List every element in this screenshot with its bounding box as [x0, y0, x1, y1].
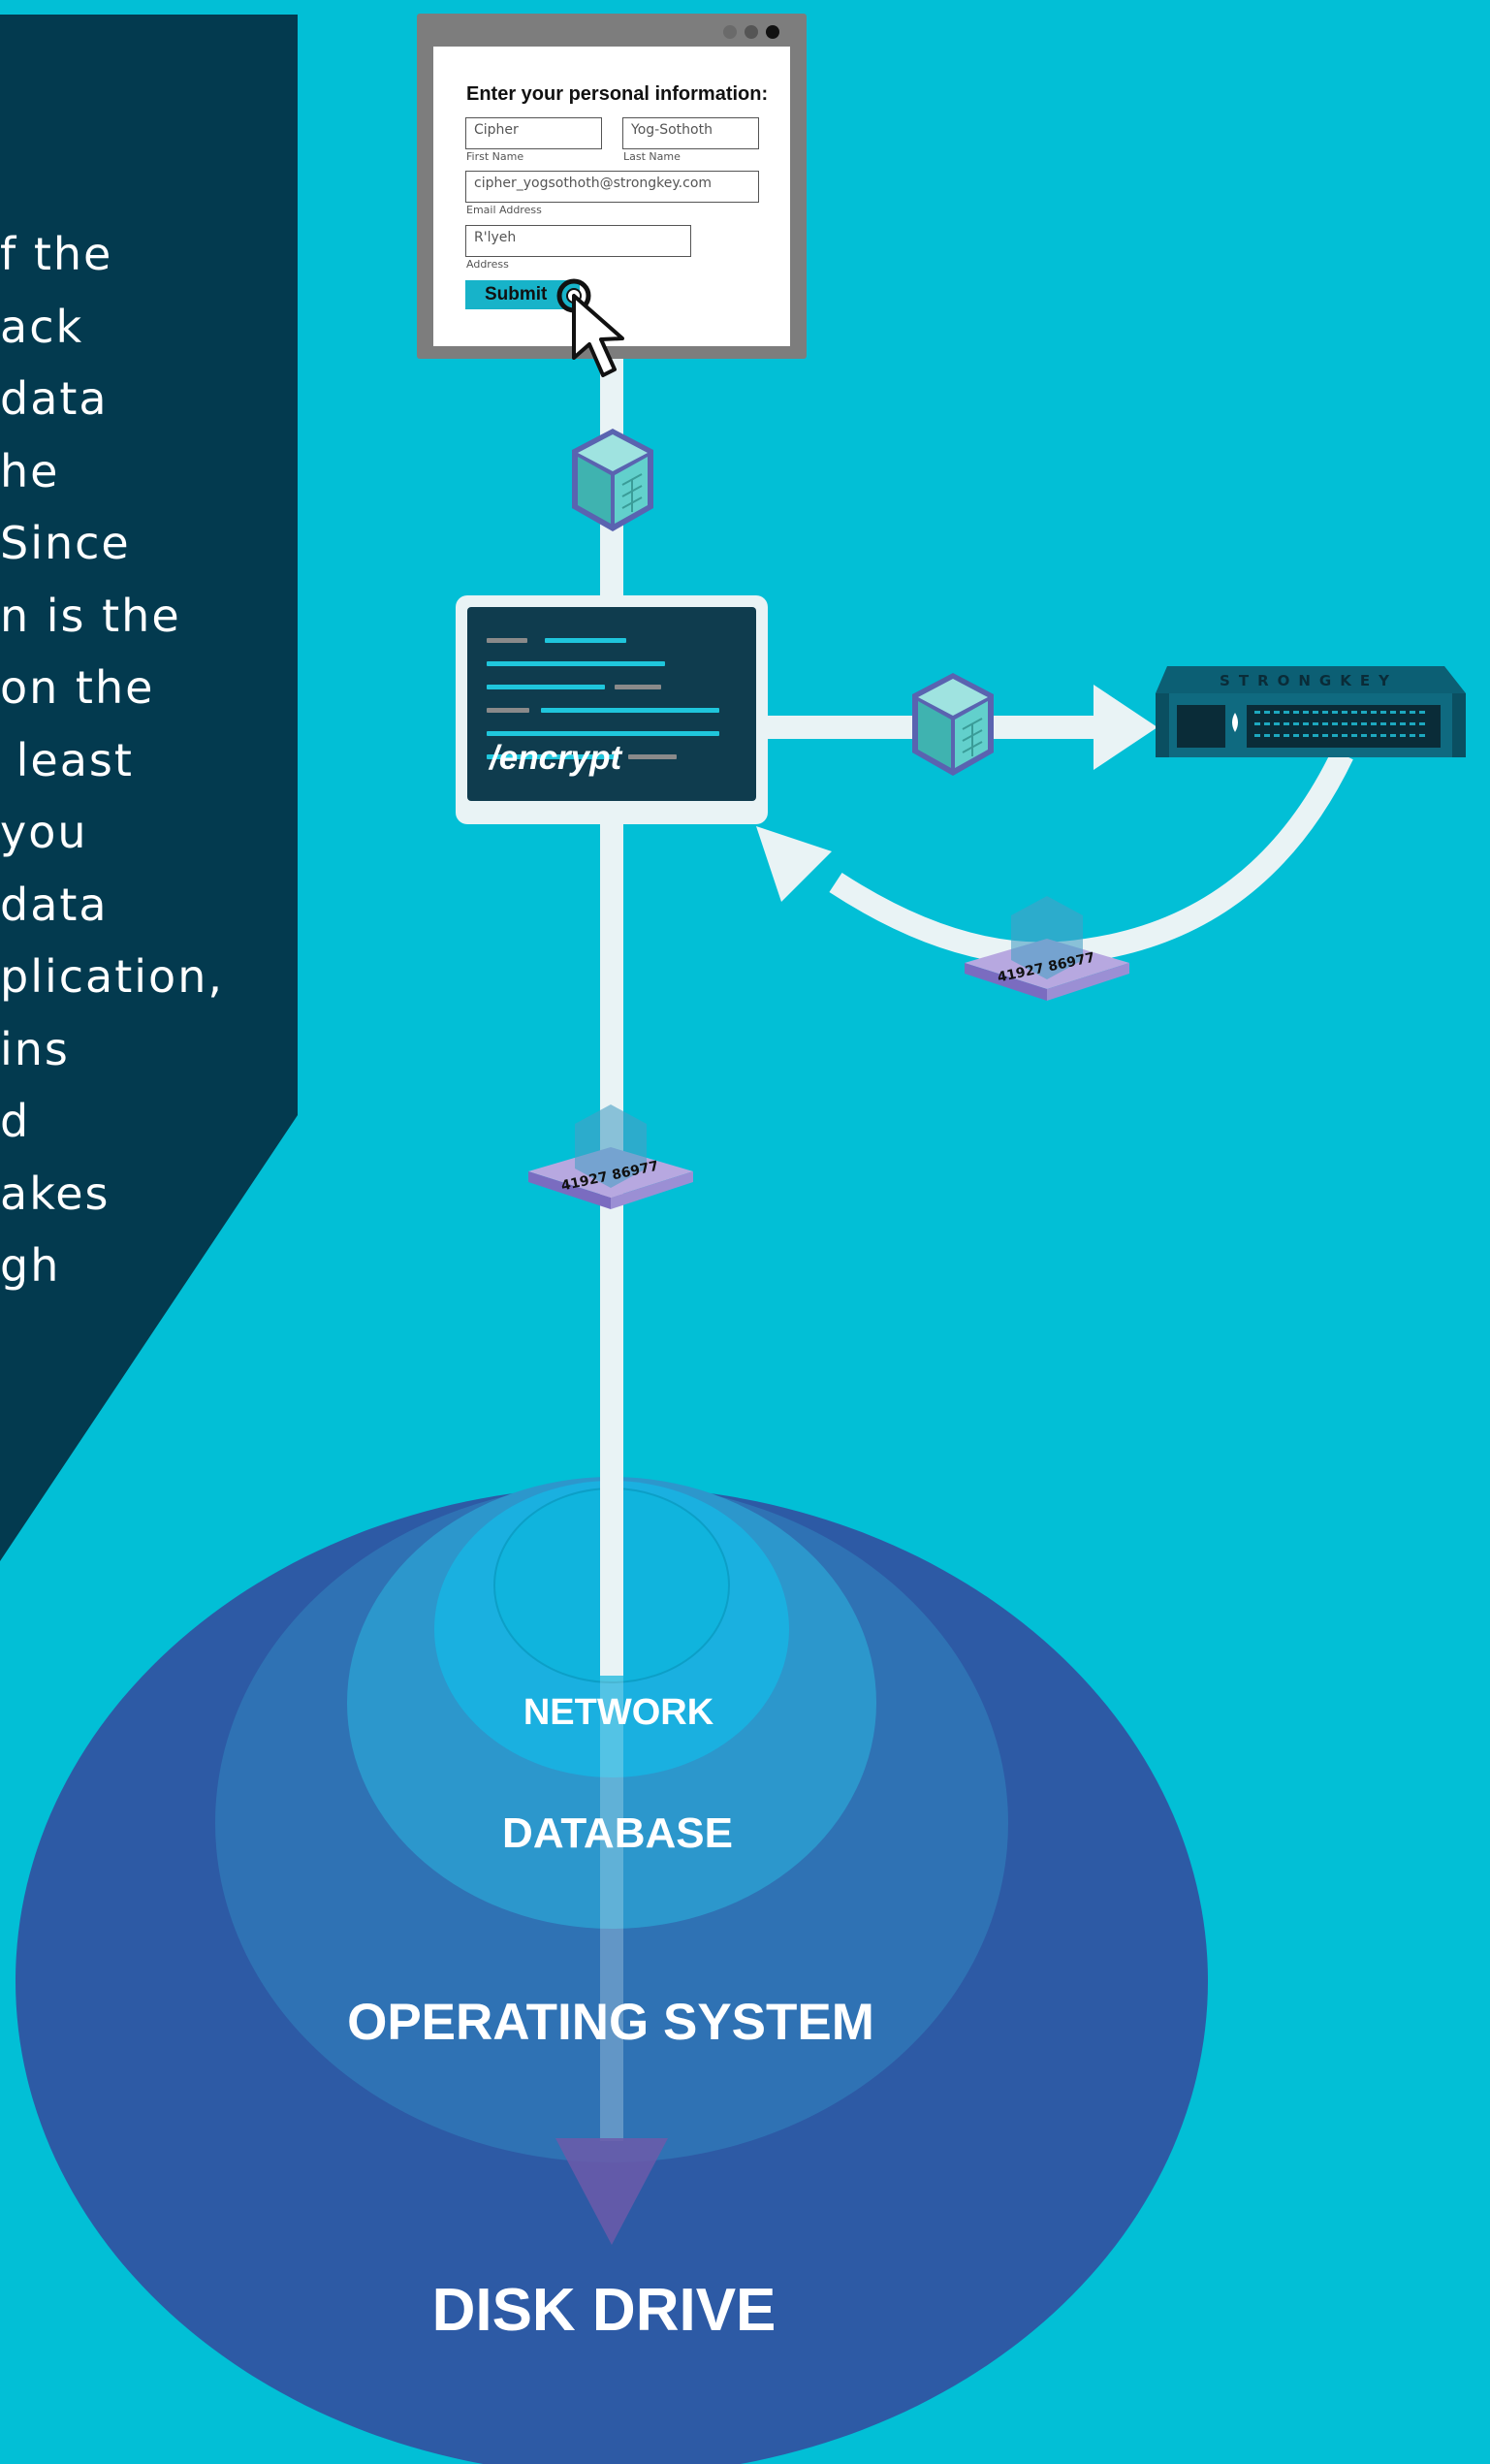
side-text-line: on the — [0, 661, 155, 714]
form-heading: Enter your personal information: — [466, 83, 769, 105]
code-line — [487, 731, 719, 736]
code-line — [487, 661, 665, 666]
window-dot-3 — [766, 25, 779, 39]
encrypt-endpoint-label: /encrypt — [490, 739, 622, 777]
data-cube-icon — [572, 429, 653, 531]
code-line — [487, 685, 605, 689]
pointer-cursor-icon — [556, 278, 624, 377]
code-line — [487, 638, 527, 643]
side-text-line: you — [0, 806, 88, 858]
right-arrow-head — [1094, 685, 1157, 770]
address-label: Address — [466, 258, 509, 271]
token-chip-icon: 41927 86977 — [528, 1104, 693, 1209]
network-label: NETWORK — [523, 1692, 714, 1733]
down-arrow-head — [555, 2138, 668, 2245]
side-text-line: plication, — [0, 950, 224, 1003]
side-text-line: he — [0, 444, 60, 497]
return-curve — [829, 749, 1353, 966]
code-line — [541, 708, 719, 713]
encrypt-screen — [467, 607, 756, 801]
token-chip-icon-2: 41927 86977 — [965, 896, 1129, 1001]
strongkey-server-icon: STRONGKEY — [1156, 666, 1466, 757]
window-dot-1 — [723, 25, 737, 39]
encrypt-service-panel — [456, 595, 768, 824]
code-line — [545, 638, 626, 643]
email-field[interactable]: cipher_yogsothoth@strongkey.com — [465, 171, 759, 203]
data-cube-icon-2 — [912, 673, 994, 776]
pipe-into-disk — [600, 1676, 623, 2141]
first-name-label: First Name — [466, 150, 524, 163]
side-text-line: ack — [0, 300, 84, 353]
side-text-line: data — [0, 372, 109, 425]
code-line — [487, 708, 529, 713]
pipe-bottom — [600, 822, 623, 1676]
side-text-line: gh — [0, 1239, 61, 1292]
side-text-line: ins — [0, 1022, 70, 1075]
side-text-line: Since — [0, 517, 131, 569]
code-line — [615, 685, 661, 689]
code-line — [628, 754, 677, 759]
side-text-line: f the — [0, 228, 113, 280]
server-brand-text: STRONGKEY — [1220, 672, 1398, 689]
address-field[interactable]: R'lyeh — [465, 225, 691, 257]
last-name-label: Last Name — [623, 150, 681, 163]
window-dot-2 — [745, 25, 758, 39]
side-text-line: akes — [0, 1167, 111, 1220]
last-name-field[interactable]: Yog-Sothoth — [622, 117, 759, 149]
database-label: DATABASE — [502, 1809, 733, 1857]
disk-drive-label: DISK DRIVE — [431, 2277, 777, 2344]
side-text-line: n is the — [0, 589, 181, 642]
side-text-line: data — [0, 878, 109, 931]
side-text-line: d — [0, 1095, 31, 1147]
email-label: Email Address — [466, 204, 542, 216]
operating-system-label: OPERATING SYSTEM — [347, 1994, 874, 2051]
first-name-field[interactable]: Cipher — [465, 117, 602, 149]
code-line — [487, 754, 618, 759]
return-arrow-head — [756, 826, 832, 902]
side-text-line: least — [0, 733, 134, 786]
